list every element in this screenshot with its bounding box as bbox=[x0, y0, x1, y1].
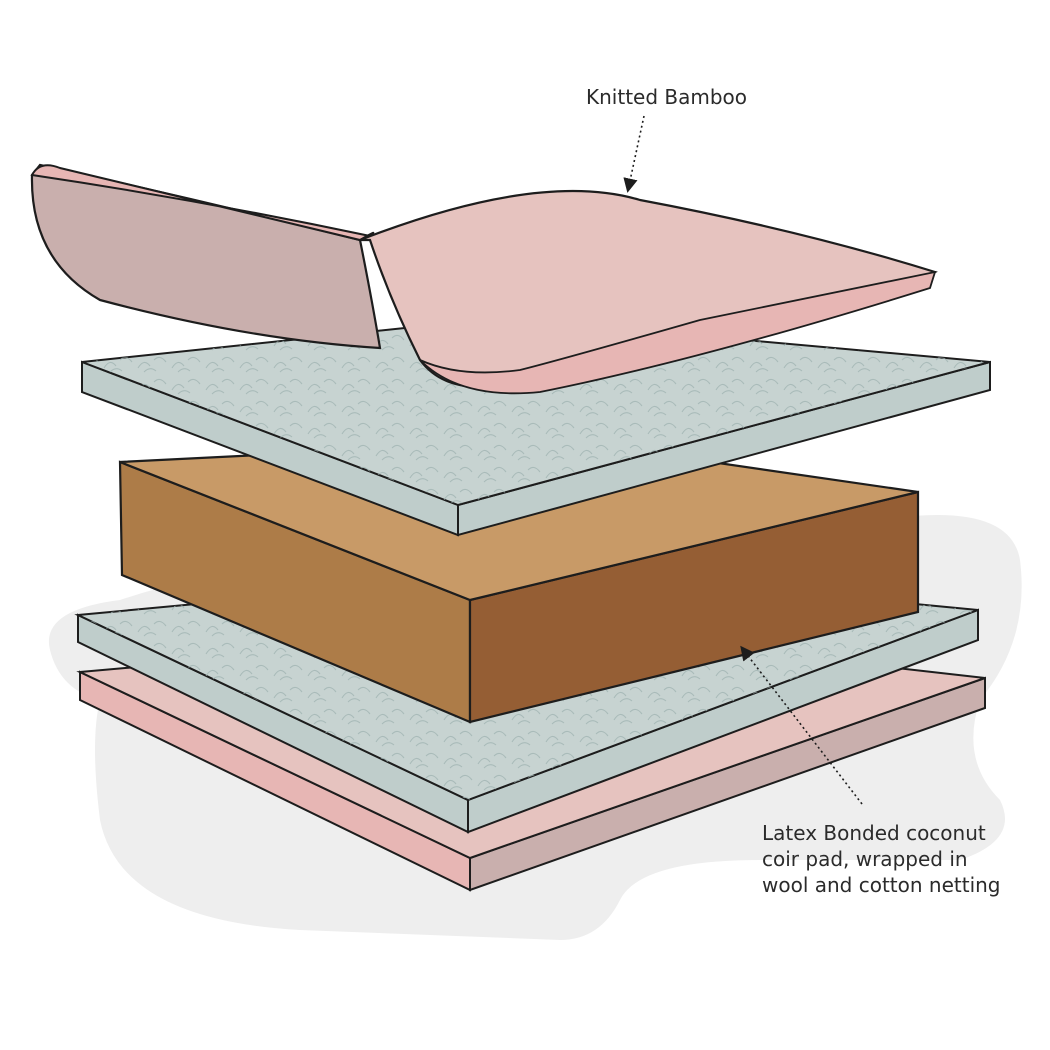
upper-wool-layer bbox=[81, 316, 991, 537]
knitted-bamboo-label: Knitted Bamboo bbox=[586, 85, 748, 109]
top-bamboo-layer bbox=[30, 163, 938, 395]
coir-pad-label: Latex Bonded coconut coir pad, wrapped i… bbox=[762, 821, 1001, 897]
dotted-arrow-icon bbox=[623, 115, 645, 193]
